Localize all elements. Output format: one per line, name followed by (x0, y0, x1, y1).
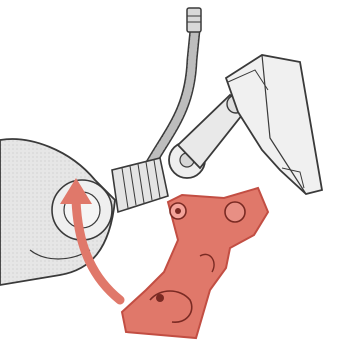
main-body (0, 139, 115, 285)
ribbed-coupler (112, 158, 168, 212)
highlighted-part (122, 188, 268, 338)
upper-bracket (226, 55, 322, 194)
cable-connector (187, 8, 201, 32)
